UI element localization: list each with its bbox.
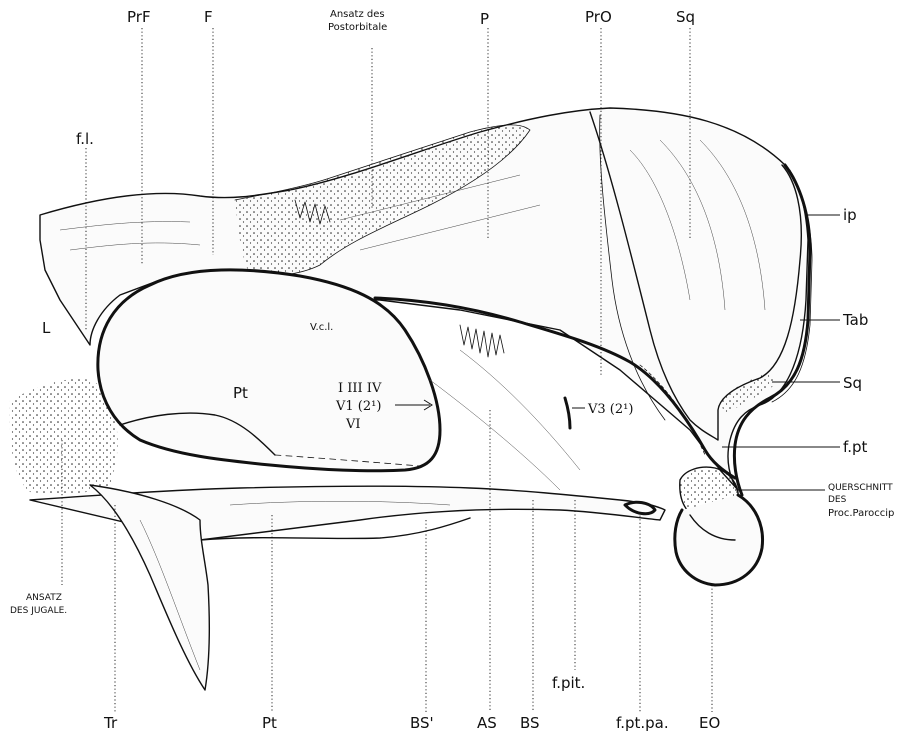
label-sq-top: Sq: [676, 8, 695, 26]
label-vcl: V.c.l.: [310, 322, 333, 333]
label-pt-inner: Pt: [233, 384, 248, 402]
label-tab: Tab: [842, 311, 868, 329]
label-ansatz-jugale-2: DES JUGALE.: [10, 606, 67, 616]
label-querschnitt-2: DES: [828, 495, 847, 505]
label-ansatz-jugale-1: ANSATZ: [26, 593, 62, 603]
label-pro: PrO: [585, 8, 612, 26]
label-pt-bottom: Pt: [262, 714, 277, 732]
label-fl: f.l.: [76, 130, 94, 148]
label-nerve-v3: V3 (2¹): [587, 402, 633, 417]
label-prf: PrF: [127, 8, 151, 26]
exoccipital: [675, 495, 763, 585]
label-nerves-3: VI: [345, 417, 361, 432]
label-l: L: [42, 319, 51, 337]
label-p: P: [480, 10, 489, 28]
label-ip: ip: [843, 206, 857, 224]
label-querschnitt-1: QUERSCHNITT: [828, 483, 893, 493]
label-f: F: [204, 8, 213, 26]
label-bs: BS: [520, 714, 540, 732]
jugale-attachment-area: [10, 379, 118, 494]
label-fptpa: f.pt.pa.: [616, 714, 669, 732]
label-fpt: f.pt: [843, 438, 867, 456]
label-querschnitt-3: Proc.Paroccip: [828, 508, 894, 519]
label-nerves-2: V1 (2¹): [335, 399, 381, 414]
label-fpit: f.pit.: [552, 674, 585, 692]
lower-structures: [30, 485, 763, 690]
label-nerves-1: I III IV: [338, 381, 382, 396]
label-tr: Tr: [103, 714, 118, 732]
label-as: AS: [477, 714, 497, 732]
label-bs-prime: BS': [410, 714, 434, 732]
label-ansatz-postorbitale-2: Postorbitale: [328, 22, 387, 33]
label-eo: EO: [699, 714, 720, 732]
label-ansatz-postorbitale-1: Ansatz des: [330, 9, 385, 20]
v3-foramen: [565, 398, 570, 428]
label-sq-right: Sq: [843, 374, 862, 392]
